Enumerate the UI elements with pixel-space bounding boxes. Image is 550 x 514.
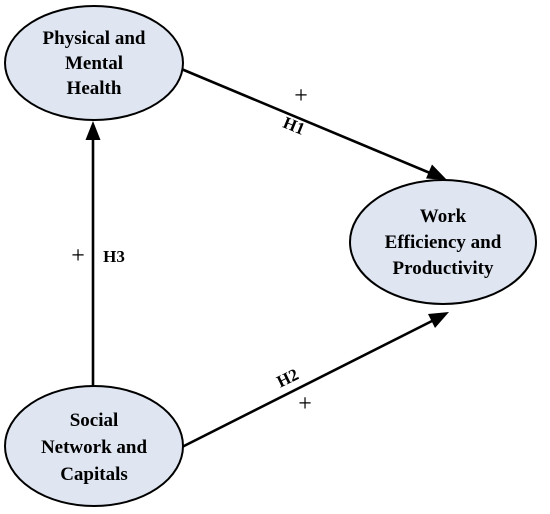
edge-h1-arrowhead xyxy=(426,164,447,180)
node-health-line-3: Health xyxy=(67,78,122,99)
node-social-line-1: Social xyxy=(70,410,119,431)
node-physical-mental-health: Physical and Mental Health xyxy=(4,5,184,121)
edge-h2: H2 + xyxy=(181,312,449,449)
node-social-line-3: Capitals xyxy=(60,464,128,485)
edge-h3-label: H3 xyxy=(103,247,125,266)
edge-h2-sign: + xyxy=(298,391,312,417)
node-health-line-1: Physical and xyxy=(43,28,146,49)
node-social-network-capitals: Social Network and Capitals xyxy=(4,385,184,507)
edge-h1-line xyxy=(178,66,431,175)
edge-h3-sign: + xyxy=(71,243,85,269)
node-health-line-2: Mental xyxy=(65,53,123,74)
edge-h2-arrowhead xyxy=(428,312,449,328)
edge-h2-line xyxy=(181,319,433,449)
edge-h1-label: H1 xyxy=(280,113,307,139)
node-social-ellipse xyxy=(4,385,184,507)
node-work-line-3: Productivity xyxy=(393,258,494,279)
node-social-line-2: Network and xyxy=(41,437,148,458)
edge-h1: + H1 xyxy=(178,66,447,180)
node-health-ellipse xyxy=(4,5,184,121)
node-work-line-1: Work xyxy=(420,206,467,227)
edge-h3: + H3 xyxy=(71,121,125,392)
edge-h3-arrowhead xyxy=(85,121,101,140)
edge-h2-label: H2 xyxy=(274,365,302,392)
edge-h1-sign: + xyxy=(294,83,308,109)
node-work-efficiency-productivity: Work Efficiency and Productivity xyxy=(349,179,537,305)
node-work-line-2: Efficiency and xyxy=(385,232,502,253)
node-work-ellipse xyxy=(349,179,537,305)
